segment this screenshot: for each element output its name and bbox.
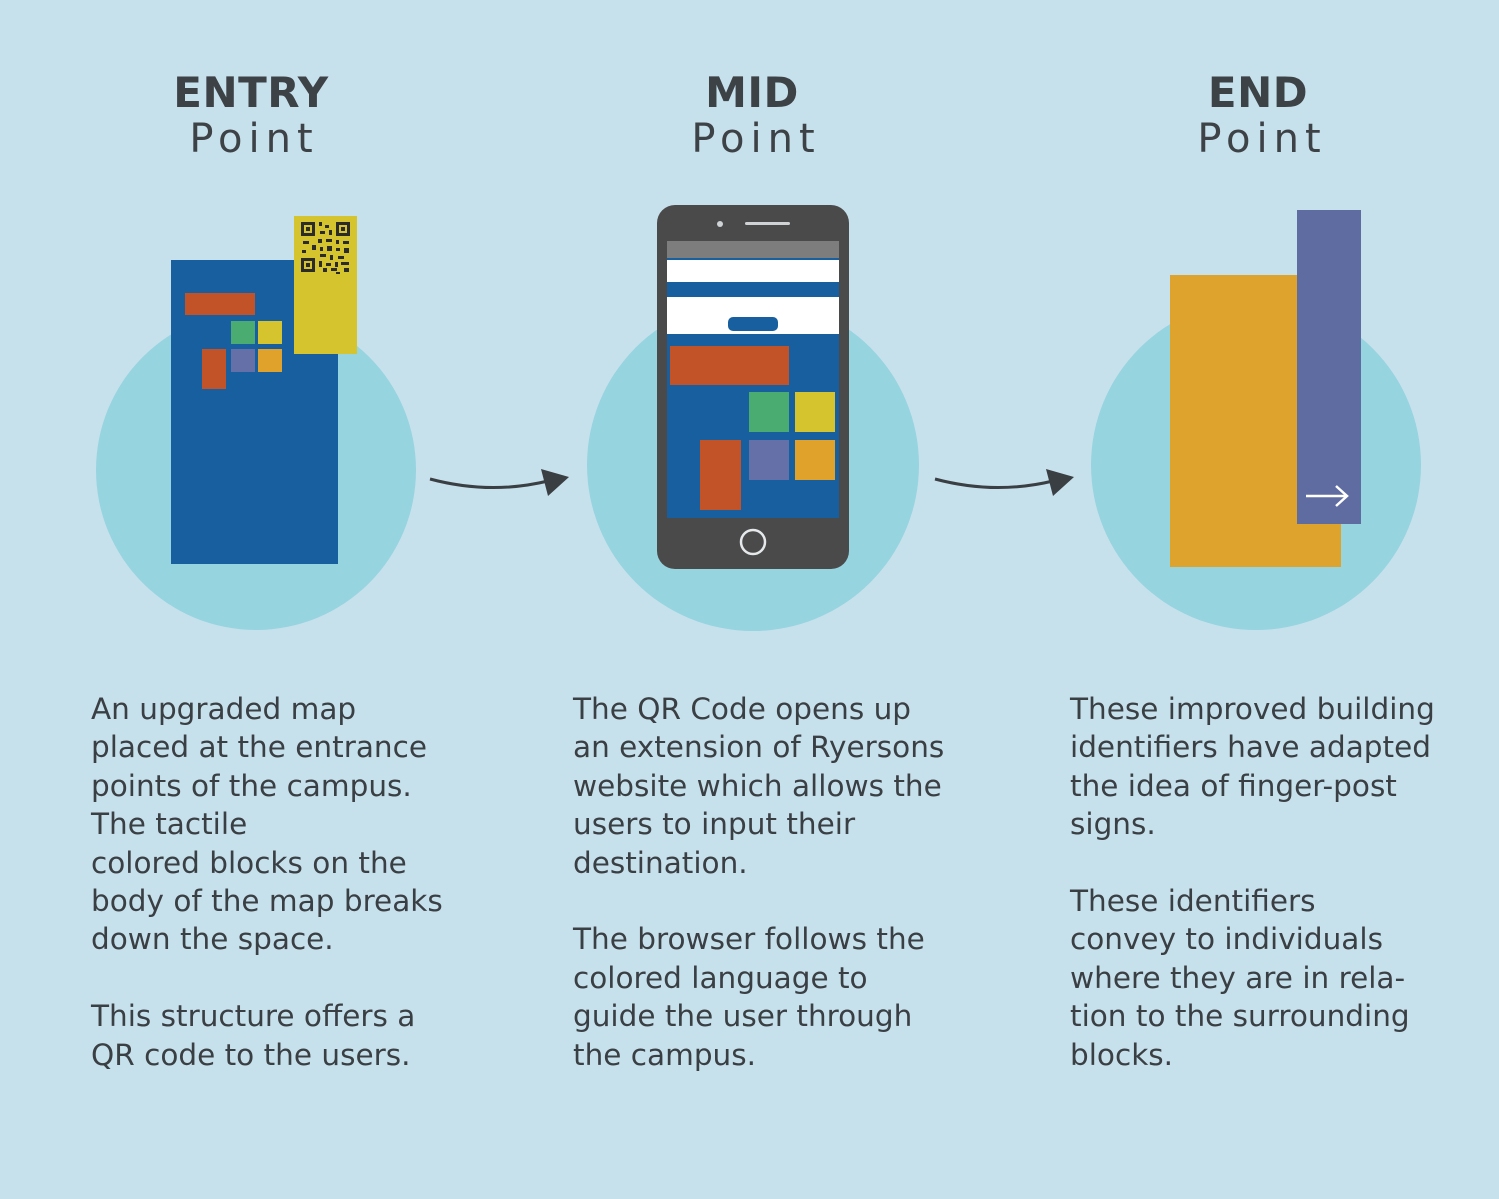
entry-subheading: Point — [189, 116, 319, 162]
qr-code-icon — [301, 222, 350, 274]
entry-paragraph: An upgraded map placed at the entrance p… — [91, 692, 443, 957]
map-block — [231, 321, 255, 344]
map-block — [202, 349, 226, 389]
screen-block — [700, 440, 741, 510]
campus-map-with-qr-code-icon — [171, 216, 357, 564]
sign-panel-purple — [1297, 210, 1361, 524]
screen-block — [670, 346, 789, 385]
curved-arrow-icon — [429, 469, 569, 496]
mid-paragraph: The QR Code opens up an extension of Rye… — [573, 692, 945, 880]
right-arrow-icon — [1306, 485, 1349, 507]
end-subheading: Point — [1197, 116, 1327, 162]
map-block — [231, 349, 255, 372]
qr-code-panel — [294, 216, 357, 354]
mid-paragraph: The browser follows the colored language… — [573, 922, 925, 1072]
map-block — [258, 349, 282, 372]
browser-header — [667, 260, 839, 282]
smartphone-icon — [657, 205, 849, 569]
finger-post-sign-icon — [1170, 210, 1361, 567]
map-block — [258, 321, 282, 344]
mid-description: The QR Code opens up an extension of Rye… — [573, 690, 973, 1074]
home-button — [739, 528, 767, 556]
map-block — [185, 293, 255, 315]
browser-bar — [667, 241, 839, 258]
screen-block — [749, 392, 789, 432]
curved-arrow-icon — [934, 469, 1074, 496]
end-paragraph: These identifiers convey to individuals … — [1070, 884, 1410, 1072]
go-button — [728, 317, 778, 331]
phone-camera — [717, 221, 723, 227]
mid-heading: MID — [705, 68, 799, 117]
entry-heading: ENTRY — [173, 68, 329, 117]
end-heading: END — [1207, 68, 1309, 117]
entry-description: An upgraded map placed at the entrance p… — [91, 690, 471, 1074]
screen-block — [795, 440, 835, 480]
end-paragraph: These improved building identifiers have… — [1070, 692, 1435, 842]
phone-speaker — [745, 222, 790, 225]
entry-paragraph: This structure offers a QR code to the u… — [91, 999, 416, 1072]
screen-block — [749, 440, 789, 480]
screen-block — [795, 392, 835, 432]
mid-subheading: Point — [691, 116, 821, 162]
end-description: These improved building identifiers have… — [1070, 690, 1480, 1074]
